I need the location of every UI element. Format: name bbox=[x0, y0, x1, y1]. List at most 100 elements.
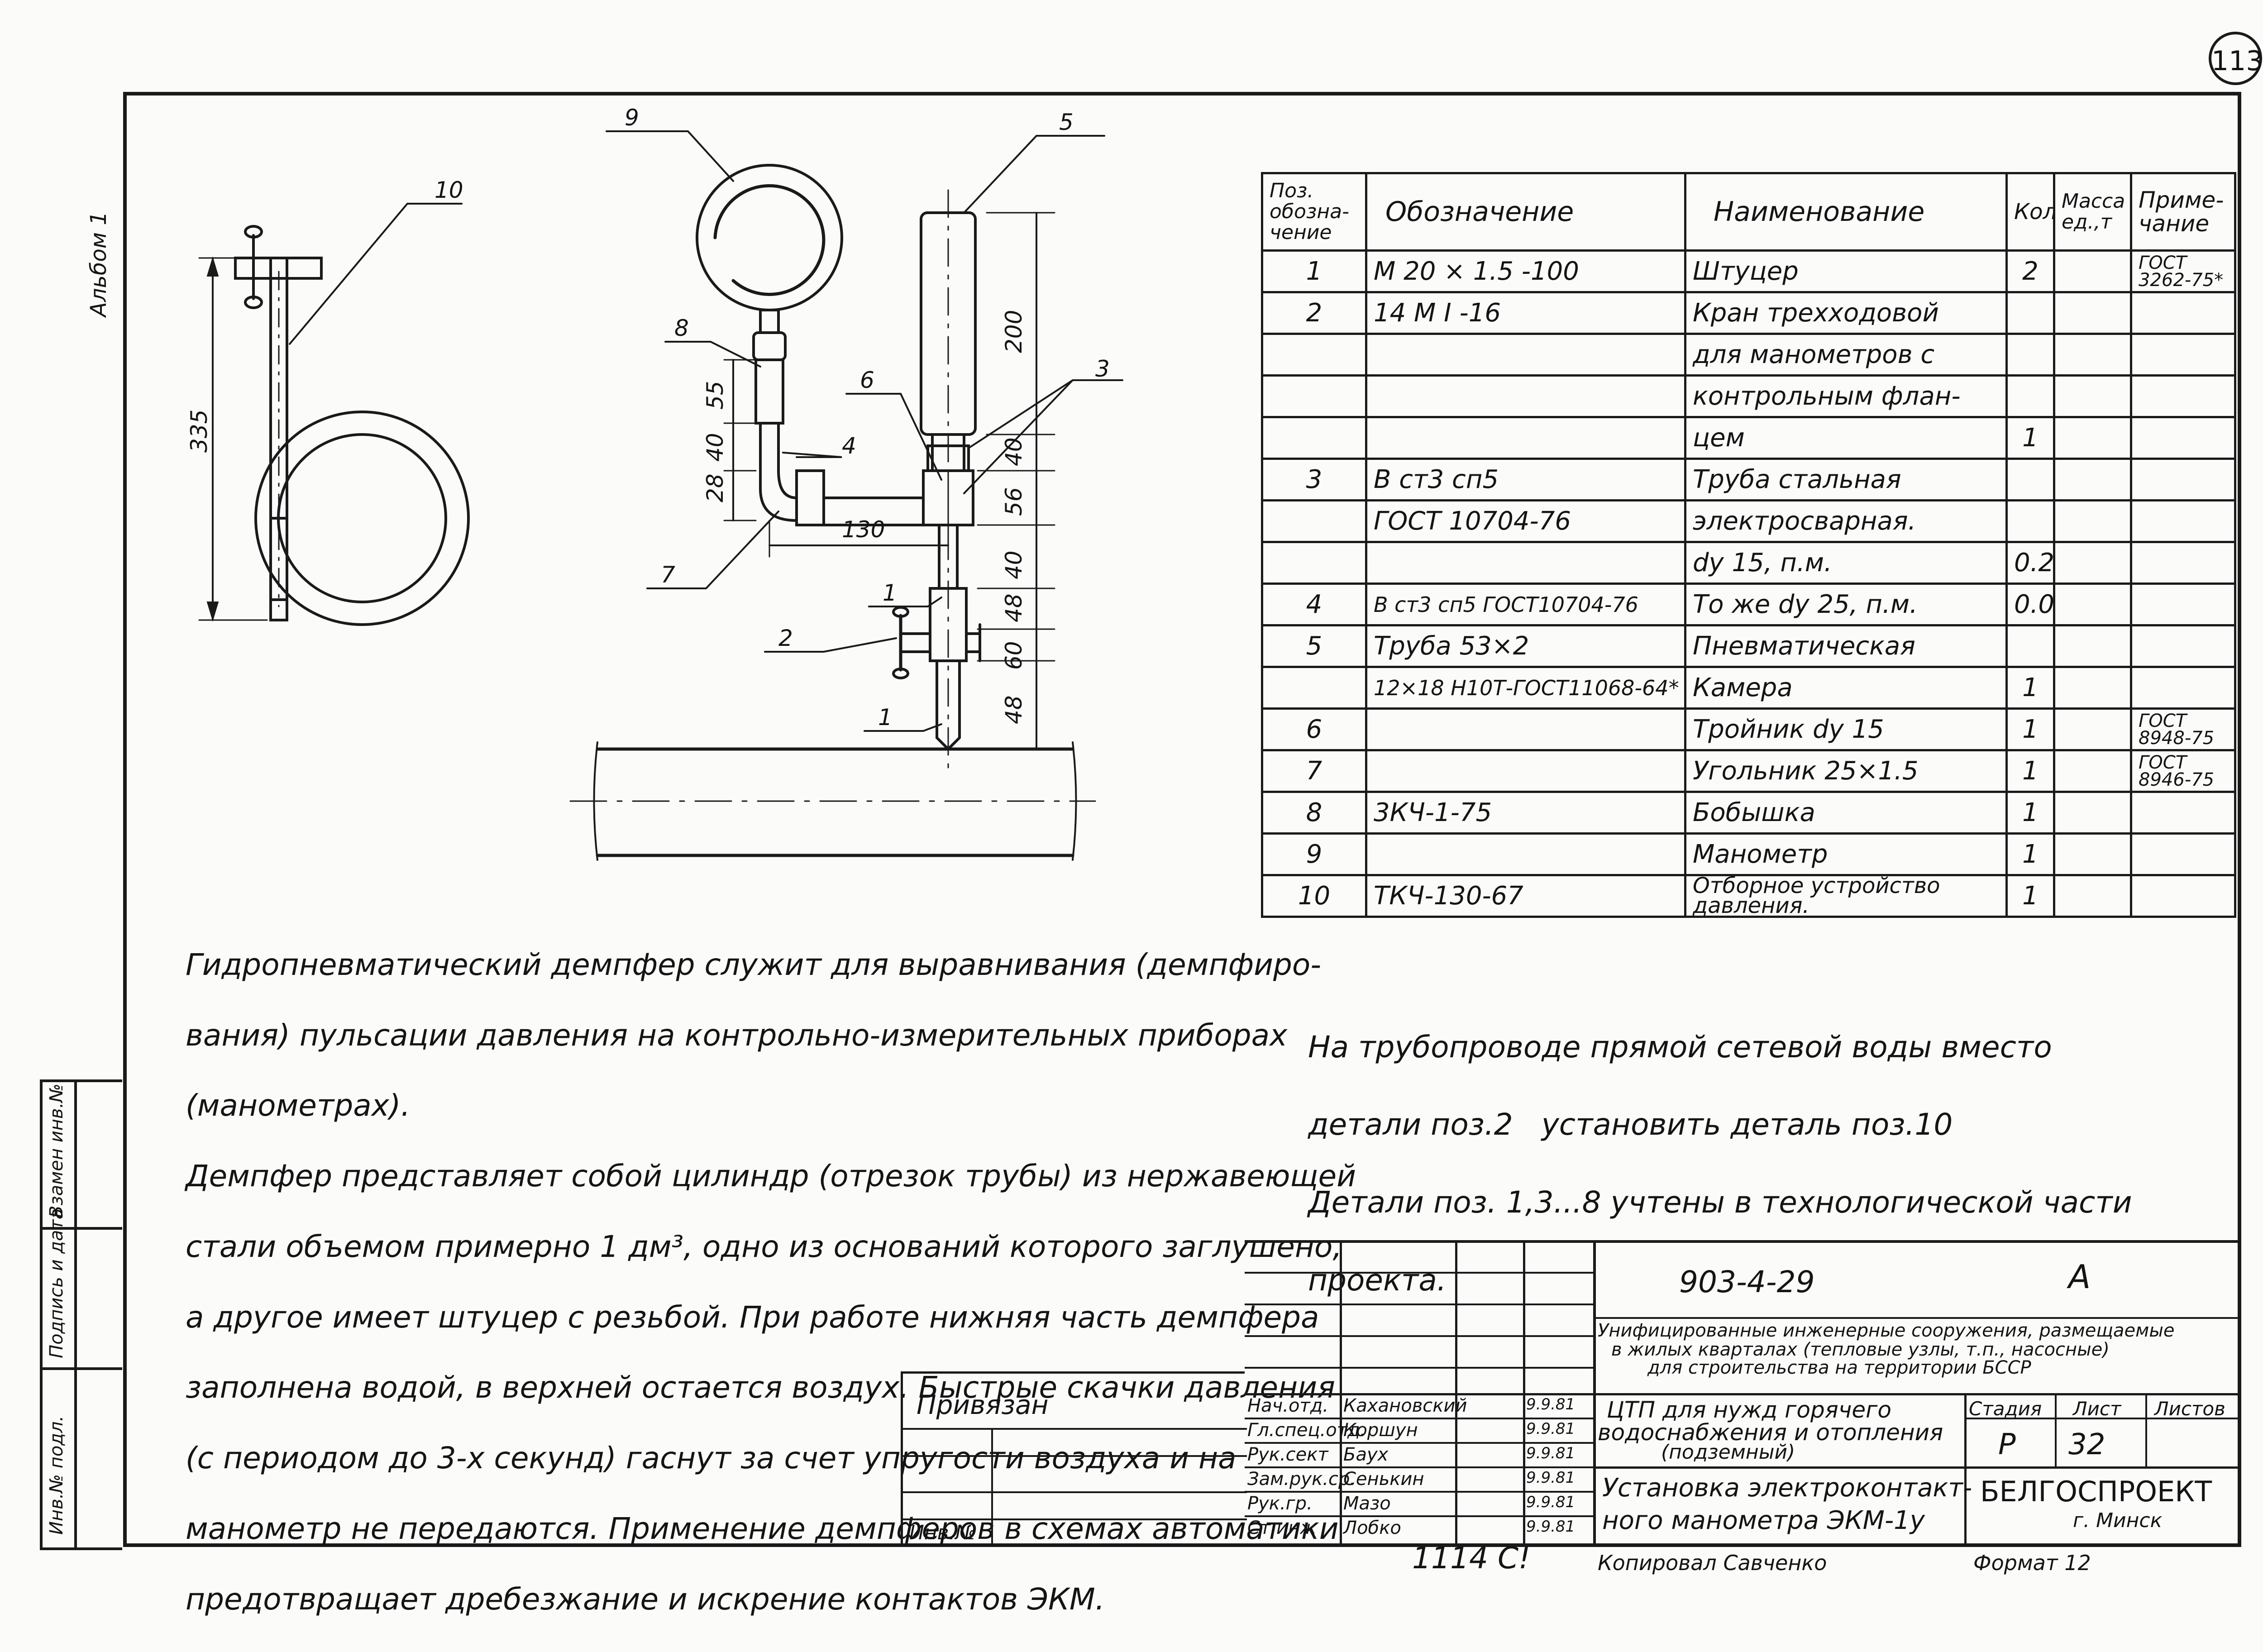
spec-mass bbox=[2053, 333, 2132, 377]
signer-name: Баух bbox=[1343, 1444, 1389, 1465]
spec-mass bbox=[2053, 707, 2132, 751]
signer-name: Мазо bbox=[1343, 1493, 1391, 1514]
spec-mass bbox=[2053, 666, 2132, 710]
spec-name: Отборное устройство давления. bbox=[1684, 874, 2008, 918]
callout-1-upper: 1 bbox=[883, 580, 897, 606]
spec-row: для манометров с bbox=[1261, 333, 2236, 377]
callout-2: 2 bbox=[778, 625, 793, 651]
spec-qty bbox=[2005, 458, 2055, 501]
spec-mass bbox=[2053, 749, 2132, 793]
spec-note: ГОСТ 8946-75 bbox=[2130, 749, 2236, 793]
description-line: манометр не передаются. Применение демпф… bbox=[186, 1511, 1339, 1546]
dim-335: 335 bbox=[186, 409, 212, 453]
spec-pos bbox=[1261, 333, 1367, 377]
spec-name: Угольник 25×1.5 bbox=[1684, 749, 2008, 793]
notes-text: На трубопроводе прямой сетевой воды вмес… bbox=[1308, 989, 2132, 1338]
spec-name: Штуцер bbox=[1684, 249, 2008, 293]
spec-qty: 1 bbox=[2005, 832, 2055, 876]
description-line: (манометрах). bbox=[186, 1088, 411, 1123]
spec-mass bbox=[2053, 458, 2132, 501]
copied-by: Копировал Савченко bbox=[1598, 1551, 1827, 1575]
spec-header-name: Наименование bbox=[1684, 172, 2008, 252]
spec-pos: 8 bbox=[1261, 791, 1367, 835]
dim-55: 55 bbox=[702, 381, 728, 410]
spec-designation: 12×18 Н10Т-ГОСТ11068-64* bbox=[1365, 666, 1686, 710]
signer-role: Ст.инж bbox=[1247, 1518, 1317, 1538]
signer-date: 9.9.81 bbox=[1526, 1518, 1576, 1536]
spec-header-mass: Масса ед.,т bbox=[2053, 172, 2132, 252]
spec-note bbox=[2130, 541, 2236, 585]
sheet-number: 113 bbox=[2209, 32, 2263, 85]
stage-value: Р bbox=[1998, 1428, 2016, 1461]
object-line: ЦТП для нужд горячего bbox=[1607, 1397, 1891, 1423]
dim-40-left: 40 bbox=[702, 433, 728, 462]
note-line: проекта. bbox=[1308, 1262, 1447, 1298]
note-line: детали поз.2 установить деталь поз.10 bbox=[1308, 1107, 1953, 1142]
spec-pos bbox=[1261, 374, 1367, 418]
spec-note: ГОСТ 8948-75 bbox=[2130, 707, 2236, 751]
description-line: а другое имеет штуцер с резьбой. При раб… bbox=[186, 1299, 1319, 1335]
spec-note bbox=[2130, 291, 2236, 335]
series-line: в жилых кварталах (тепловые узлы, т.п., … bbox=[1611, 1339, 2110, 1360]
spec-mass bbox=[2053, 541, 2132, 585]
callout-10: 10 bbox=[434, 177, 463, 203]
signer-name: Сенькин bbox=[1343, 1469, 1424, 1490]
doc-letter: А bbox=[2068, 1258, 2091, 1296]
object-line: (подземный) bbox=[1661, 1441, 1795, 1464]
spec-note bbox=[2130, 791, 2236, 835]
sheet-label: Лист bbox=[2073, 1398, 2121, 1420]
spec-qty: 1 bbox=[2005, 666, 2055, 710]
spec-designation bbox=[1365, 541, 1686, 585]
spec-mass bbox=[2053, 249, 2132, 293]
spec-pos: 10 bbox=[1261, 874, 1367, 918]
spec-name: Камера bbox=[1684, 666, 2008, 710]
dim-40-upper: 40 bbox=[1001, 437, 1027, 466]
signer-role: Рук.гр. bbox=[1247, 1493, 1313, 1514]
spec-mass bbox=[2053, 832, 2132, 876]
spec-note bbox=[2130, 666, 2236, 710]
spec-header-designation: Обозначение bbox=[1365, 172, 1686, 252]
spec-note bbox=[2130, 416, 2236, 460]
spec-pos: 2 bbox=[1261, 291, 1367, 335]
signer-date: 9.9.81 bbox=[1526, 1420, 1576, 1438]
description-line: стали объемом примерно 1 дм³, одно из ос… bbox=[186, 1229, 1342, 1264]
dim-48-lower: 48 bbox=[1001, 695, 1027, 724]
series-line: Унифицированные инженерные сооружения, р… bbox=[1598, 1320, 2175, 1341]
spec-header-note: Приме- чание bbox=[2130, 172, 2236, 252]
signer-role: Зам.рук.ср. bbox=[1247, 1469, 1356, 1490]
title-block: 903-4-29 А Унифицированные инженерные со… bbox=[1245, 1240, 2238, 1543]
spec-note bbox=[2130, 374, 2236, 418]
format-label: Формат 12 bbox=[1973, 1551, 2091, 1575]
linked-box: Привязан Инв.№ bbox=[901, 1371, 1247, 1546]
spec-note bbox=[2130, 832, 2236, 876]
spec-designation bbox=[1365, 832, 1686, 876]
note-line: Детали поз. 1,3...8 учтены в технологиче… bbox=[1308, 1184, 2132, 1220]
note-line: На трубопроводе прямой сетевой воды вмес… bbox=[1308, 1029, 2052, 1065]
spec-qty: 0.2 bbox=[2005, 541, 2055, 585]
spec-designation: Труба 53×2 bbox=[1365, 624, 1686, 668]
spec-note bbox=[2130, 333, 2236, 377]
spec-pos: 1 bbox=[1261, 249, 1367, 293]
dim-48-upper: 48 bbox=[1001, 593, 1027, 622]
assembly-drawing bbox=[198, 130, 1123, 861]
spec-designation: В ст3 сп5 ГОСТ10704-76 bbox=[1365, 582, 1686, 626]
spec-name: Кран трехходовой bbox=[1684, 291, 2008, 335]
object-line: водоснабжения и отопления bbox=[1598, 1419, 1943, 1446]
spec-name: цем bbox=[1684, 416, 2008, 460]
spec-designation bbox=[1365, 749, 1686, 793]
sampling-device bbox=[198, 203, 470, 626]
spec-header-pos: Поз. обозна- чение bbox=[1261, 172, 1367, 252]
spec-name: контрольным флан- bbox=[1684, 374, 2008, 418]
description-text: Гидропневматический демпфер служит для в… bbox=[186, 912, 1356, 1652]
description-line: вания) пульсации давления на контрольно-… bbox=[186, 1017, 1288, 1053]
